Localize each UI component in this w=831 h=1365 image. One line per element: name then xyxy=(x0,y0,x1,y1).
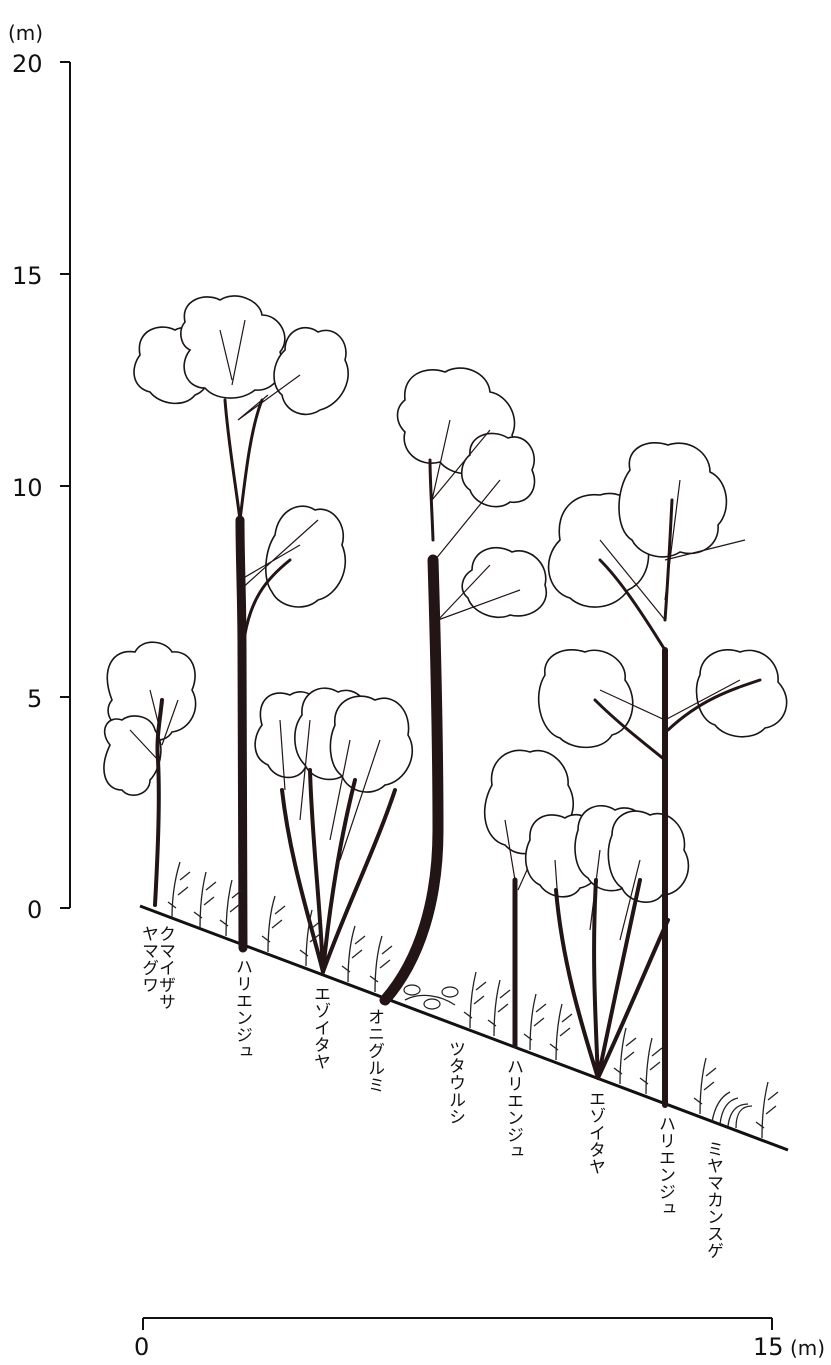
label-miyamakansuge: ミヤマカンスゲ xyxy=(703,1140,723,1259)
height-axis: (m) 20 15 10 5 0 xyxy=(8,21,70,924)
height-tick-5: 5 xyxy=(27,685,42,713)
height-tick-10: 10 xyxy=(12,474,43,502)
distance-tick-15: 15 xyxy=(753,1333,784,1361)
label-ezoitaya-1: エゾイタヤ xyxy=(310,985,330,1070)
label-kumaizasa: クマイザサ xyxy=(155,925,175,1010)
label-harienju-1: ハリエンジュ xyxy=(232,958,252,1060)
label-harienju-2: ハリエンジュ xyxy=(503,1058,523,1160)
tree-ezoitaya-1 xyxy=(255,688,412,972)
label-ezoitaya-2: エゾイタヤ xyxy=(585,1090,605,1175)
understory-poison-ivy-vine xyxy=(404,985,458,1009)
tree-onigurumi xyxy=(385,368,546,1000)
label-harienju-3: ハリエンジュ xyxy=(655,1115,675,1217)
understory-bamboo-grass xyxy=(168,862,778,1138)
height-tick-15: 15 xyxy=(12,262,43,290)
label-yamaguwa: ヤマグワ xyxy=(138,925,158,993)
distance-tick-0: 0 xyxy=(134,1333,149,1361)
label-tsutaurushi: ツタウルシ xyxy=(445,1040,465,1125)
height-tick-20: 20 xyxy=(12,50,43,78)
tree-harienju-2 xyxy=(485,750,574,1046)
distance-axis: 0 15 (m) xyxy=(134,1318,825,1361)
height-tick-0: 0 xyxy=(27,896,42,924)
tree-yamaguwa xyxy=(104,642,196,905)
label-onigurumi: オニグルミ xyxy=(364,1008,384,1093)
height-axis-unit: (m) xyxy=(8,21,43,45)
distance-axis-unit: (m) xyxy=(790,1336,825,1360)
